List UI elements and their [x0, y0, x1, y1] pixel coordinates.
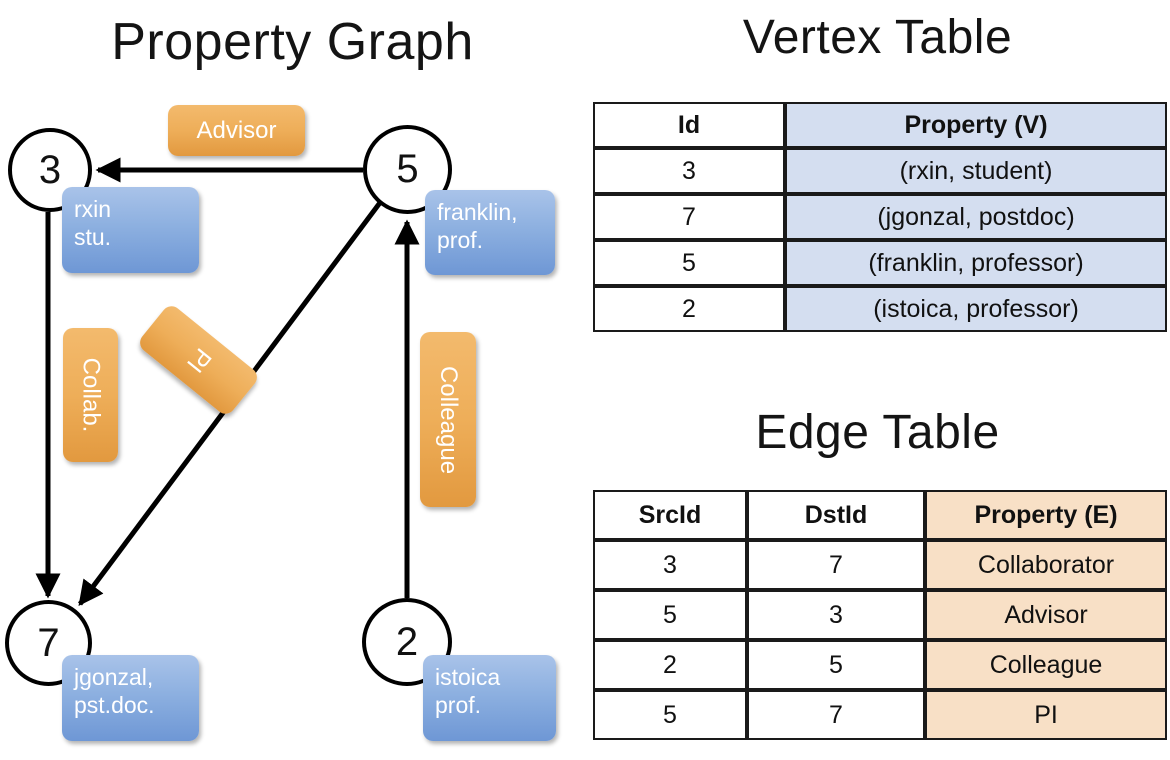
- edge-row-1-dstid: 3: [747, 590, 925, 640]
- table-row: 5 (franklin, professor): [593, 240, 1167, 286]
- node-property-box-rxin[interactable]: rxin stu.: [62, 187, 199, 273]
- edge-label-pi-text: PI: [181, 343, 217, 378]
- vertex-row-2-id: 5: [593, 240, 785, 286]
- edge-row-0-srcid: 3: [593, 540, 747, 590]
- edge-row-3-srcid: 5: [593, 690, 747, 740]
- table-row: 3 7 Collaborator: [593, 540, 1167, 590]
- edge-label-collab-text: Collab.: [77, 357, 105, 433]
- table-row: 5 7 PI: [593, 690, 1167, 740]
- graph-node-2-label: 2: [395, 619, 419, 664]
- page-title-edge-table: Edge Table: [755, 406, 1000, 459]
- edge-row-3-property: PI: [925, 690, 1167, 740]
- edge-label-advisor-text: Advisor: [196, 116, 277, 144]
- edge-row-1-property: Advisor: [925, 590, 1167, 640]
- edge-row-1-srcid: 5: [593, 590, 747, 640]
- node-property-franklin-line2: prof.: [437, 227, 484, 254]
- vertex-row-3-id: 2: [593, 286, 785, 332]
- edge-row-3-dstid: 7: [747, 690, 925, 740]
- page-title-property-graph: Property Graph: [111, 13, 474, 71]
- graph-node-2[interactable]: 2: [362, 598, 452, 686]
- graph-node-3-label: 3: [38, 147, 62, 192]
- vertex-row-2-property: (franklin, professor): [785, 240, 1167, 286]
- edge-label-advisor[interactable]: Advisor: [168, 105, 305, 156]
- table-header-row: SrcId DstId Property (E): [593, 490, 1167, 540]
- vertex-table: Id Property (V) 3 (rxin, student) 7 (jgo…: [593, 102, 1167, 332]
- node-property-box-franklin[interactable]: franklin, prof.: [425, 190, 555, 275]
- edge-label-collab[interactable]: Collab.: [63, 328, 118, 462]
- vertex-row-3-property: (istoica, professor): [785, 286, 1167, 332]
- node-property-franklin-line1: franklin,: [437, 199, 518, 225]
- vertex-row-0-property: (rxin, student): [785, 148, 1167, 194]
- vertex-table-header-property: Property (V): [785, 102, 1167, 148]
- node-property-jgonzal-line1: jgonzal,: [74, 664, 154, 690]
- graph-node-7-label: 7: [37, 620, 60, 665]
- table-row: 5 3 Advisor: [593, 590, 1167, 640]
- edge-row-0-dstid: 7: [747, 540, 925, 590]
- edge-table-header-property: Property (E): [925, 490, 1167, 540]
- vertex-row-0-id: 3: [593, 148, 785, 194]
- table-row: 7 (jgonzal, postdoc): [593, 194, 1167, 240]
- node-property-istoica-line2: prof.: [435, 692, 482, 719]
- graph-node-5[interactable]: 5: [363, 125, 452, 214]
- node-property-jgonzal-line2: pst.doc.: [74, 692, 155, 719]
- edge-row-2-dstid: 5: [747, 640, 925, 690]
- vertex-row-1-property: (jgonzal, postdoc): [785, 194, 1167, 240]
- table-row: 3 (rxin, student): [593, 148, 1167, 194]
- node-property-istoica-line1: istoica: [435, 664, 501, 690]
- node-property-box-istoica[interactable]: istoica prof.: [423, 655, 556, 741]
- node-property-rxin-line1: rxin: [74, 196, 112, 222]
- graph-node-5-label: 5: [396, 147, 419, 191]
- table-header-row: Id Property (V): [593, 102, 1167, 148]
- edge-table-header-srcid: SrcId: [593, 490, 747, 540]
- edge-row-0-property: Collaborator: [925, 540, 1167, 590]
- edge-label-colleague-text: Colleague: [435, 365, 462, 474]
- property-graph-diagram: 3 5 7 2 rxin stu. franklin, prof. jgonza…: [5, 105, 556, 741]
- table-row: 2 (istoica, professor): [593, 286, 1167, 332]
- edge-row-2-property: Colleague: [925, 640, 1167, 690]
- edge-table-header-dstid: DstId: [747, 490, 925, 540]
- edge-table: SrcId DstId Property (E) 3 7 Collaborato…: [593, 490, 1167, 740]
- table-row: 2 5 Colleague: [593, 640, 1167, 690]
- page-title-vertex-table: Vertex Table: [742, 11, 1013, 64]
- edge-label-colleague[interactable]: Colleague: [420, 332, 476, 507]
- edge-row-2-srcid: 2: [593, 640, 747, 690]
- vertex-table-header-id: Id: [593, 102, 785, 148]
- vertex-row-1-id: 7: [593, 194, 785, 240]
- node-property-box-jgonzal[interactable]: jgonzal, pst.doc.: [62, 655, 199, 741]
- node-property-rxin-line2: stu.: [74, 224, 112, 251]
